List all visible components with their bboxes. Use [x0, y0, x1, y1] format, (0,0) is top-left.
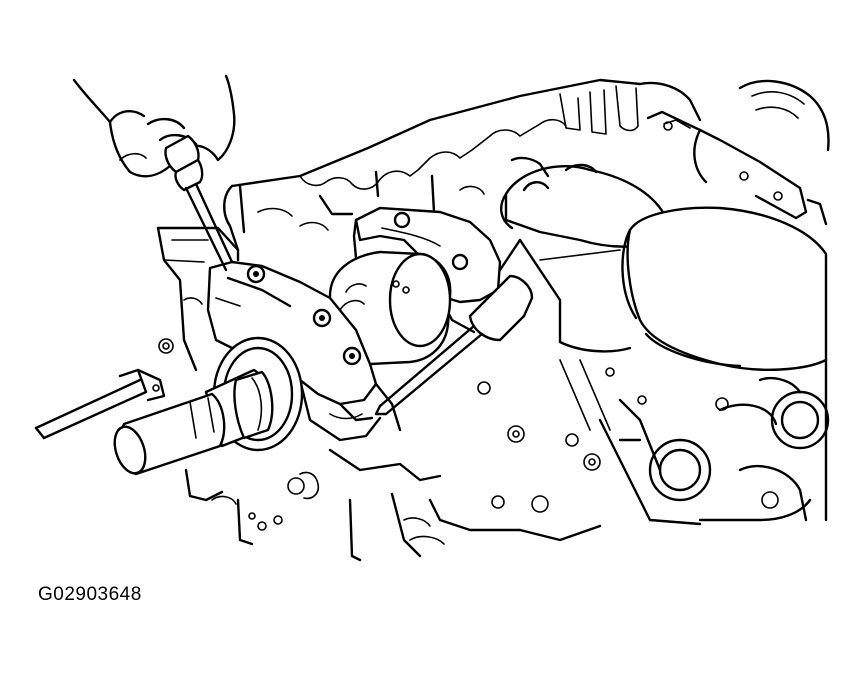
- hand-icon: [72, 74, 236, 178]
- front-bearing-cap: [206, 260, 402, 442]
- screwdriver-icon: [164, 134, 234, 272]
- camshaft-front-end: [113, 336, 304, 476]
- camshaft-housing: [498, 156, 828, 371]
- screwdriver-icon-right: [374, 274, 534, 416]
- camshaft-icon: [328, 250, 452, 366]
- figure-id-label: G02903648: [38, 584, 142, 605]
